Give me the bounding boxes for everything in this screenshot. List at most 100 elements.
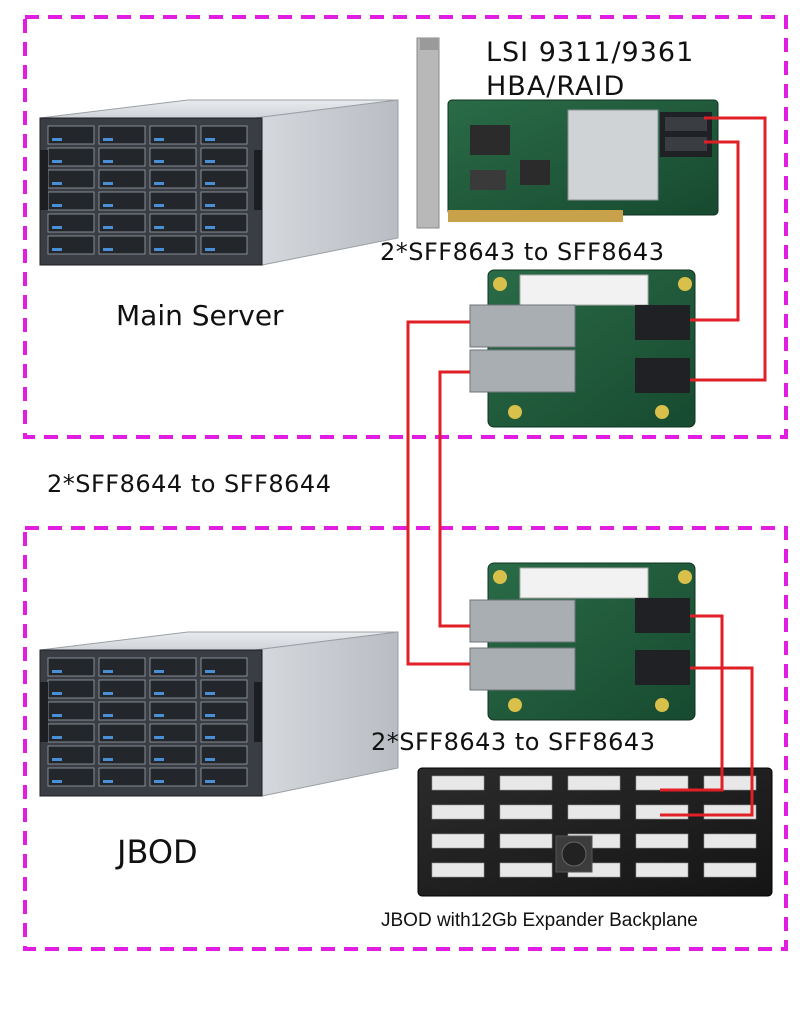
drive-led: [205, 692, 215, 695]
backplane-slot: [635, 775, 689, 791]
hba-label-line1: LSI 9311/9361: [486, 37, 695, 68]
drive-led: [205, 248, 215, 251]
drive-led: [103, 182, 113, 185]
drive-bay: [149, 169, 197, 189]
drive-bay: [47, 657, 95, 677]
backplane-slot: [635, 804, 689, 820]
drive-led: [103, 714, 113, 717]
drive-bay: [149, 213, 197, 233]
drive-led: [52, 780, 62, 783]
cables: [406, 116, 767, 817]
drive-led: [52, 692, 62, 695]
drive-led: [52, 736, 62, 739]
backplane-slot: [431, 833, 485, 849]
drive-led: [154, 204, 164, 207]
drive-bay: [200, 767, 248, 787]
drive-bay: [47, 701, 95, 721]
backplane-slot: [499, 862, 553, 878]
drive-bay: [47, 767, 95, 787]
drive-led: [205, 736, 215, 739]
drive-led: [103, 670, 113, 673]
backplane-slot: [499, 775, 553, 791]
drive-bay: [47, 213, 95, 233]
drive-led: [103, 736, 113, 739]
backplane-slot: [703, 862, 757, 878]
drive-bay: [47, 745, 95, 765]
drive-led: [103, 692, 113, 695]
drive-led: [205, 226, 215, 229]
drive-bay: [200, 125, 248, 145]
drive-led: [205, 758, 215, 761]
drive-bay: [98, 657, 146, 677]
drive-bay: [98, 701, 146, 721]
drive-led: [52, 670, 62, 673]
drive-led: [103, 160, 113, 163]
drive-bay: [98, 169, 146, 189]
drive-led: [52, 182, 62, 185]
drive-bay: [98, 147, 146, 167]
drive-bay: [98, 745, 146, 765]
backplane-slot: [635, 862, 689, 878]
drive-led: [52, 204, 62, 207]
drive-bay: [200, 169, 248, 189]
hba-card-image: [416, 37, 719, 229]
drive-bay: [149, 147, 197, 167]
drive-led: [154, 736, 164, 739]
backplane-slot: [431, 775, 485, 791]
drive-bay: [47, 147, 95, 167]
drive-bay: [200, 701, 248, 721]
jbod-frame: [23, 526, 788, 951]
drive-bay: [47, 169, 95, 189]
drive-led: [103, 226, 113, 229]
drive-bay: [149, 125, 197, 145]
backplane-slot: [431, 862, 485, 878]
drive-bay: [200, 191, 248, 211]
drive-bay: [149, 679, 197, 699]
adapter-board-top-image: [469, 269, 696, 428]
drive-led: [154, 248, 164, 251]
drive-led: [52, 138, 62, 141]
backplane-slot: [499, 804, 553, 820]
drive-led: [52, 758, 62, 761]
drive-bay: [98, 679, 146, 699]
drive-bay: [149, 745, 197, 765]
drive-bay: [200, 213, 248, 233]
drive-led: [103, 780, 113, 783]
backplane-slot: [431, 804, 485, 820]
hba-label-line2: HBA/RAID: [486, 71, 626, 102]
drive-bay: [200, 679, 248, 699]
drive-led: [154, 758, 164, 761]
drive-led: [154, 692, 164, 695]
drive-bay: [47, 191, 95, 211]
drive-led: [103, 248, 113, 251]
drive-bay: [149, 235, 197, 255]
drive-bay: [98, 767, 146, 787]
drive-led: [52, 226, 62, 229]
drive-led: [154, 780, 164, 783]
drive-led: [52, 248, 62, 251]
drive-led: [154, 670, 164, 673]
drive-bay: [98, 125, 146, 145]
backplane-slot: [703, 804, 757, 820]
drive-bay: [200, 657, 248, 677]
drive-bay: [200, 745, 248, 765]
main-server-label: Main Server: [116, 299, 284, 332]
drive-bay: [98, 191, 146, 211]
drive-bay: [47, 723, 95, 743]
expander-backplane-image: [417, 767, 773, 897]
drive-bay: [47, 235, 95, 255]
backplane-slot: [635, 833, 689, 849]
drive-led: [205, 670, 215, 673]
drive-led: [154, 138, 164, 141]
drive-led: [103, 204, 113, 207]
drive-led: [154, 226, 164, 229]
drive-led: [103, 138, 113, 141]
jbod-server-image: [39, 631, 399, 797]
cable-label-middle: 2*SFF8644 to SFF8644: [47, 470, 332, 498]
backplane-slot: [499, 833, 553, 849]
drive-led: [52, 160, 62, 163]
adapter-board-bottom-image: [469, 562, 696, 721]
jbod-label: JBOD: [117, 833, 198, 871]
drive-bay: [149, 701, 197, 721]
